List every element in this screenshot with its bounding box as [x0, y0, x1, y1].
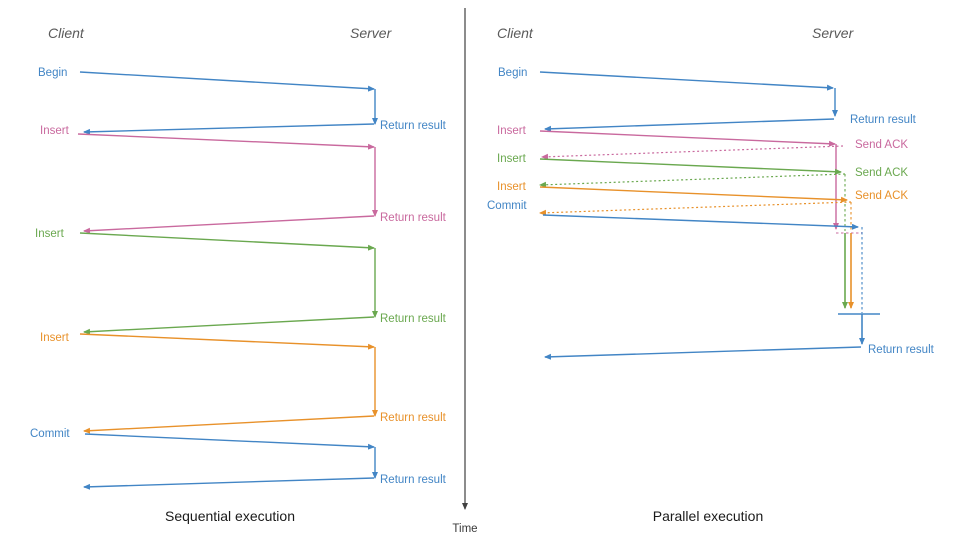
left-server-actor-label: Server: [350, 25, 393, 41]
left-msg-commit: Commit: [30, 428, 375, 450]
left-client-actor-label: Client: [48, 25, 85, 41]
right-server-actor-label: Server: [812, 25, 855, 41]
time-axis-label: Time: [452, 523, 477, 535]
right-label-ack-3: Send ACK: [855, 190, 908, 202]
right-msg-return-1: Return result: [544, 114, 917, 132]
left-msg-return-3: Return result: [83, 313, 447, 335]
left-msg-insert-2: Insert: [35, 228, 375, 251]
right-ack-green: Send ACK: [539, 167, 908, 188]
left-label-return-4: Return result: [380, 412, 447, 424]
left-label-return-1: Return result: [380, 120, 447, 132]
left-label-return-3: Return result: [380, 313, 447, 325]
left-msg-return-4: Return result: [83, 412, 447, 434]
right-msg-begin: Begin: [498, 67, 834, 91]
left-label-commit: Commit: [30, 428, 70, 440]
right-panel-caption: Parallel execution: [653, 508, 764, 524]
right-label-ack-1: Send ACK: [855, 139, 908, 151]
right-label-ack-2: Send ACK: [855, 167, 908, 179]
right-label-insert-2: Insert: [497, 153, 527, 165]
left-msg-return-5: Return result: [83, 474, 447, 490]
right-label-return-final: Return result: [868, 344, 935, 356]
right-msg-insert-2: Insert: [497, 153, 842, 175]
time-axis: Time: [452, 8, 478, 535]
left-panel-caption: Sequential execution: [165, 508, 295, 524]
right-msg-return-final: Return result: [544, 344, 935, 360]
left-msg-return-1: Return result: [83, 120, 447, 135]
panel-parallel: Client Server Begin Return result Insert…: [487, 25, 935, 524]
left-label-insert-2: Insert: [35, 228, 65, 240]
right-label-commit: Commit: [487, 200, 527, 212]
right-msg-insert-3: Insert: [497, 181, 848, 203]
right-label-return-1: Return result: [850, 114, 917, 126]
left-msg-return-2: Return result: [83, 212, 447, 234]
right-label-insert-3: Insert: [497, 181, 527, 193]
right-msg-commit: Commit: [487, 200, 859, 230]
right-client-actor-label: Client: [497, 25, 534, 41]
left-msg-insert-1: Insert: [40, 125, 375, 150]
left-label-return-5: Return result: [380, 474, 447, 486]
panel-sequential: Client Server Begin Return result Insert: [30, 25, 447, 524]
left-msg-insert-3: Insert: [40, 332, 375, 350]
right-label-insert-1: Insert: [497, 125, 527, 137]
left-label-insert-3: Insert: [40, 332, 70, 344]
left-label-return-2: Return result: [380, 212, 447, 224]
right-msg-insert-1: Insert: [497, 125, 836, 147]
left-label-begin: Begin: [38, 67, 67, 79]
right-ack-orange: Send ACK: [539, 190, 908, 216]
right-label-begin: Begin: [498, 67, 527, 79]
right-ack-pink: Send ACK: [541, 139, 908, 160]
left-msg-begin: Begin: [38, 67, 375, 92]
left-label-insert-1: Insert: [40, 125, 70, 137]
